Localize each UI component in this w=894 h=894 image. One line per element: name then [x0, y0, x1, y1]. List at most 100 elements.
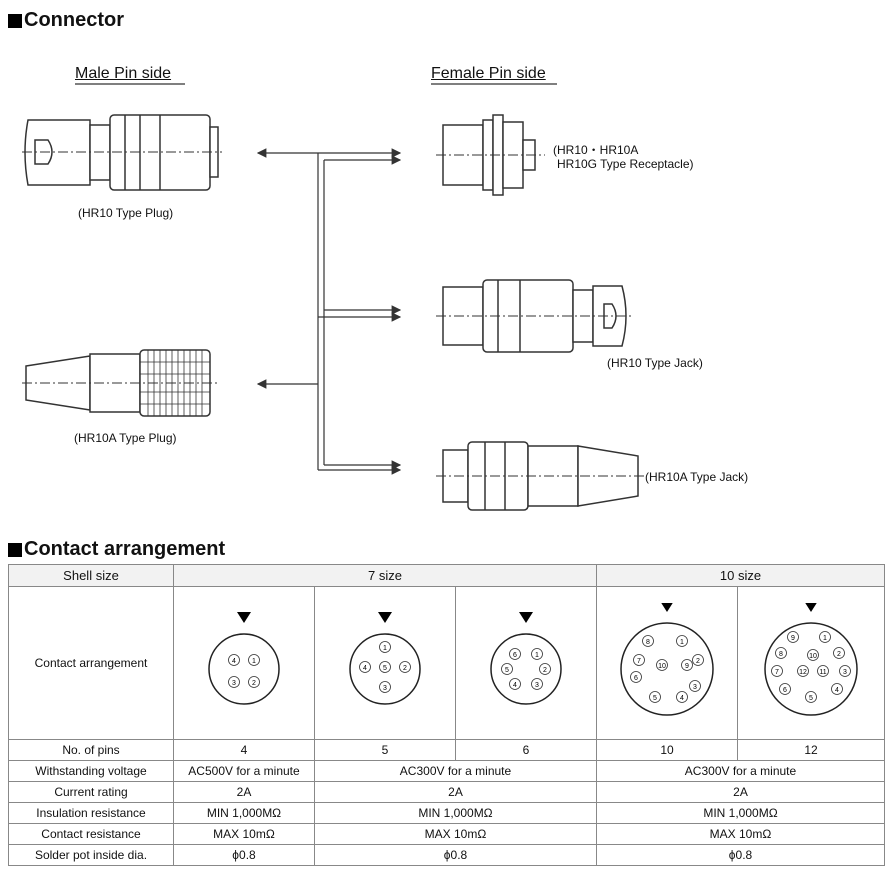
hr10-plug-caption: (HR10 Type Plug)	[78, 206, 174, 220]
row-label: Contact resistance	[8, 823, 174, 845]
pin-number: 10	[658, 663, 666, 670]
table-cell: ϕ0.8	[595, 844, 886, 866]
table-cell: 5	[314, 739, 456, 761]
pin-number: 12	[799, 669, 807, 676]
pin-circle	[797, 665, 809, 677]
pin-number: 6	[783, 687, 787, 694]
connection-arrows	[256, 148, 402, 475]
male-pin-side-label: Male Pin side	[75, 65, 172, 82]
pin-circle	[642, 635, 654, 647]
contact-heading-text: Contact arrangement	[24, 538, 226, 560]
table-cell: 10	[596, 739, 738, 761]
pin-number: 8	[779, 651, 783, 658]
pin-circle	[805, 691, 817, 703]
pin-circle	[775, 647, 787, 659]
pin-circle	[509, 678, 521, 690]
pin-circle	[787, 631, 799, 643]
contact-spec-table: Shell size 7 size 10 size Contact arrang…	[8, 564, 886, 866]
pin-number: 4	[835, 687, 839, 694]
pin-number: 9	[791, 635, 795, 642]
row-label: Withstanding voltage	[8, 760, 174, 782]
pin-number: 2	[837, 651, 841, 658]
key-marker-icon	[805, 603, 817, 612]
table-cell: AC500V for a minute	[173, 760, 315, 782]
pin-circle	[779, 683, 791, 695]
contact-arrangement-label: Contact arrangement	[8, 586, 174, 740]
pin-number: 2	[696, 658, 700, 665]
pin-circle	[539, 663, 551, 675]
hr10a-plug-caption: (HR10A Type Plug)	[74, 431, 177, 445]
row-label: Solder pot inside dia.	[8, 844, 174, 866]
pin-number: 3	[843, 669, 847, 676]
pin-circle	[359, 661, 371, 673]
female-pin-side-label: Female Pin side	[431, 65, 546, 82]
pin-circle	[831, 683, 843, 695]
table-cell: MAX 10mΩ	[314, 823, 597, 845]
key-marker-icon	[237, 612, 251, 623]
pin-number: 8	[646, 639, 650, 646]
table-cell: 2A	[595, 781, 886, 803]
pin-number: 5	[383, 665, 387, 672]
pin-number: 4	[513, 682, 517, 689]
hr10-jack-drawing	[436, 279, 632, 353]
row-label: No. of pins	[8, 739, 174, 761]
pin-number: 1	[680, 639, 684, 646]
pin-number: 1	[383, 645, 387, 652]
row-label: Current rating	[8, 781, 174, 803]
square-bullet-icon	[8, 542, 22, 557]
hr10a-jack-drawing	[436, 441, 645, 511]
shell-size-label: Shell size	[8, 564, 174, 587]
shell-outline	[208, 633, 280, 705]
key-marker-icon	[378, 612, 392, 623]
contact-heading: Contact arrangement	[8, 538, 225, 561]
pin-number: 3	[535, 682, 539, 689]
pin-number: 9	[685, 663, 689, 670]
pin-number: 6	[513, 652, 517, 659]
pin-circle	[817, 665, 829, 677]
pin-circle	[692, 654, 704, 666]
pin-circle	[676, 691, 688, 703]
table-cell: ϕ0.8	[173, 844, 315, 866]
pin-number: 1	[535, 652, 539, 659]
table-cell: AC300V for a minute	[314, 760, 597, 782]
table-row: Shell size 7 size 10 size	[8, 564, 886, 587]
pin-number: 2	[403, 665, 407, 672]
pin-circle	[649, 691, 661, 703]
pin-circle	[228, 654, 240, 666]
pin-number: 11	[819, 669, 826, 676]
shell-outline	[490, 633, 562, 705]
pin-circle	[399, 661, 411, 673]
hr10-jack-caption: (HR10 Type Jack)	[607, 356, 703, 370]
pin-circle	[630, 671, 642, 683]
pin-number: 4	[363, 665, 367, 672]
pin-layout-cell: 1 4 5 2 3	[314, 586, 456, 740]
connector-heading: Connector	[8, 9, 124, 32]
pin-circle	[807, 649, 819, 661]
table-cell: MAX 10mΩ	[595, 823, 886, 845]
table-cell: 12	[736, 739, 886, 761]
table-cell: ϕ0.8	[314, 844, 597, 866]
size7-header: 7 size	[173, 564, 597, 587]
pin-circle	[839, 665, 851, 677]
hr10-plug-drawing	[22, 114, 222, 191]
connector-diagram	[22, 83, 645, 511]
pin-circle	[501, 663, 513, 675]
pin-circle	[819, 631, 831, 643]
pin-number: 3	[383, 685, 387, 692]
pin-number: 2	[252, 680, 256, 687]
pin-circle	[248, 676, 260, 688]
pin-number: 5	[505, 667, 509, 674]
pin-circle	[509, 648, 521, 660]
